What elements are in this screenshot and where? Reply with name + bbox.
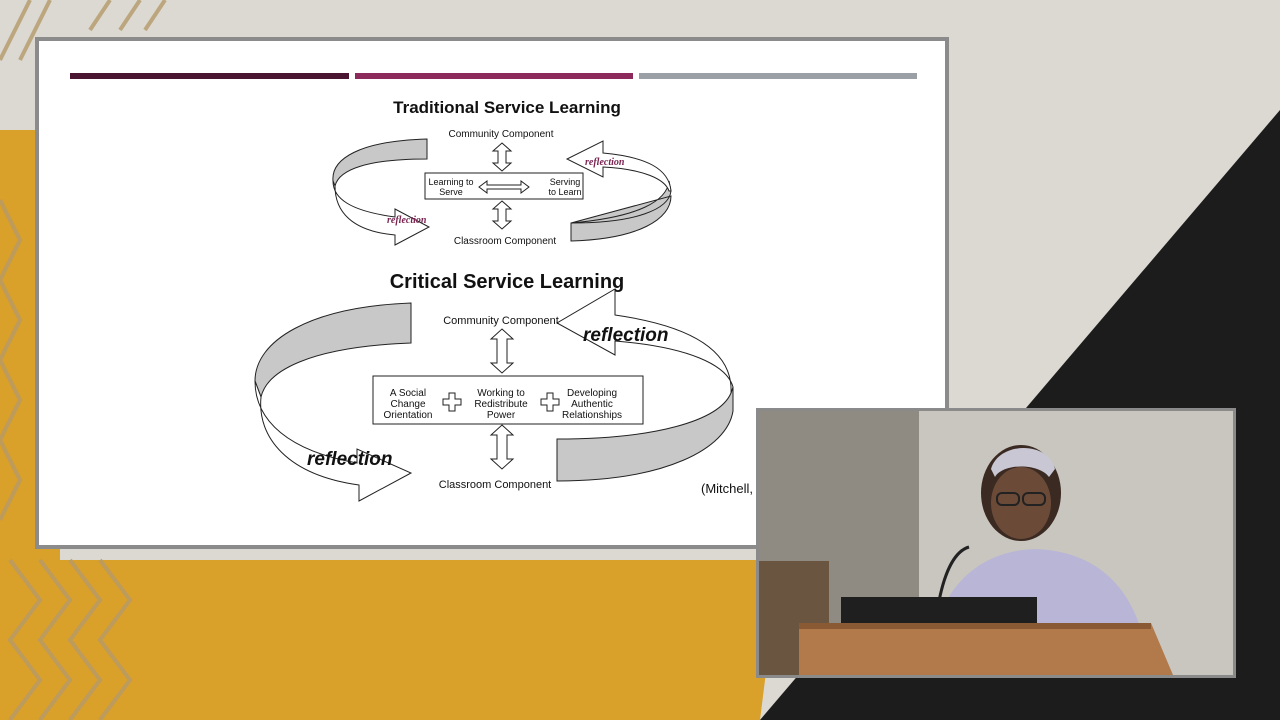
header-bar-middle <box>355 73 633 79</box>
critical-reflection-arrow-left <box>254 302 413 502</box>
critical-col3-line2: Authentic <box>571 399 613 410</box>
speaker-video <box>756 408 1236 678</box>
critical-col3-line1: Developing <box>567 388 617 399</box>
critical-community-label: Community Component <box>443 315 559 327</box>
critical-reflection-label-bottom: reflection <box>307 449 393 470</box>
traditional-classroom-label: Classroom Component <box>454 236 556 247</box>
traditional-right-box-line1: Serving <box>550 177 581 187</box>
traditional-vertical-arrows <box>491 142 513 230</box>
critical-col1-line3: Orientation <box>384 410 433 421</box>
podium <box>799 623 1173 675</box>
critical-reflection-arrow-right <box>555 288 734 482</box>
traditional-horizontal-arrow <box>478 180 530 194</box>
header-bar-left <box>70 73 349 79</box>
plus-icon <box>442 392 462 412</box>
microphone-icon <box>937 545 970 602</box>
laptop <box>841 597 1037 623</box>
traditional-reflection-arrow-right <box>565 140 672 242</box>
critical-col2-line1: Working to <box>477 388 525 399</box>
traditional-right-box-line2: to Learn <box>548 187 581 197</box>
header-bar-right <box>639 73 917 79</box>
traditional-reflection-arrow-left <box>332 138 431 246</box>
critical-col3-line3: Relationships <box>562 410 622 421</box>
traditional-left-box-line1: Learning to <box>428 177 473 187</box>
critical-vertical-arrows <box>489 328 515 470</box>
critical-col1-line2: Change <box>390 399 425 410</box>
traditional-reflection-label-bottom: reflection <box>387 215 427 226</box>
plus-icons <box>442 392 560 412</box>
plus-icon <box>540 392 560 412</box>
critical-center-box <box>372 375 644 425</box>
critical-col2-line3: Power <box>487 410 516 421</box>
critical-title: Critical Service Learning <box>390 271 625 293</box>
critical-reflection-label-top: reflection <box>583 325 669 346</box>
traditional-left-box-line2: Serve <box>439 187 463 197</box>
critical-col2-line2: Redistribute <box>474 399 528 410</box>
traditional-title: Traditional Service Learning <box>393 98 621 117</box>
traditional-reflection-label-top: reflection <box>585 157 625 168</box>
citation-text: (Mitchell, <box>701 481 753 496</box>
traditional-community-label: Community Component <box>448 129 553 140</box>
critical-classroom-label: Classroom Component <box>439 479 552 491</box>
critical-col1-line1: A Social <box>390 388 426 399</box>
